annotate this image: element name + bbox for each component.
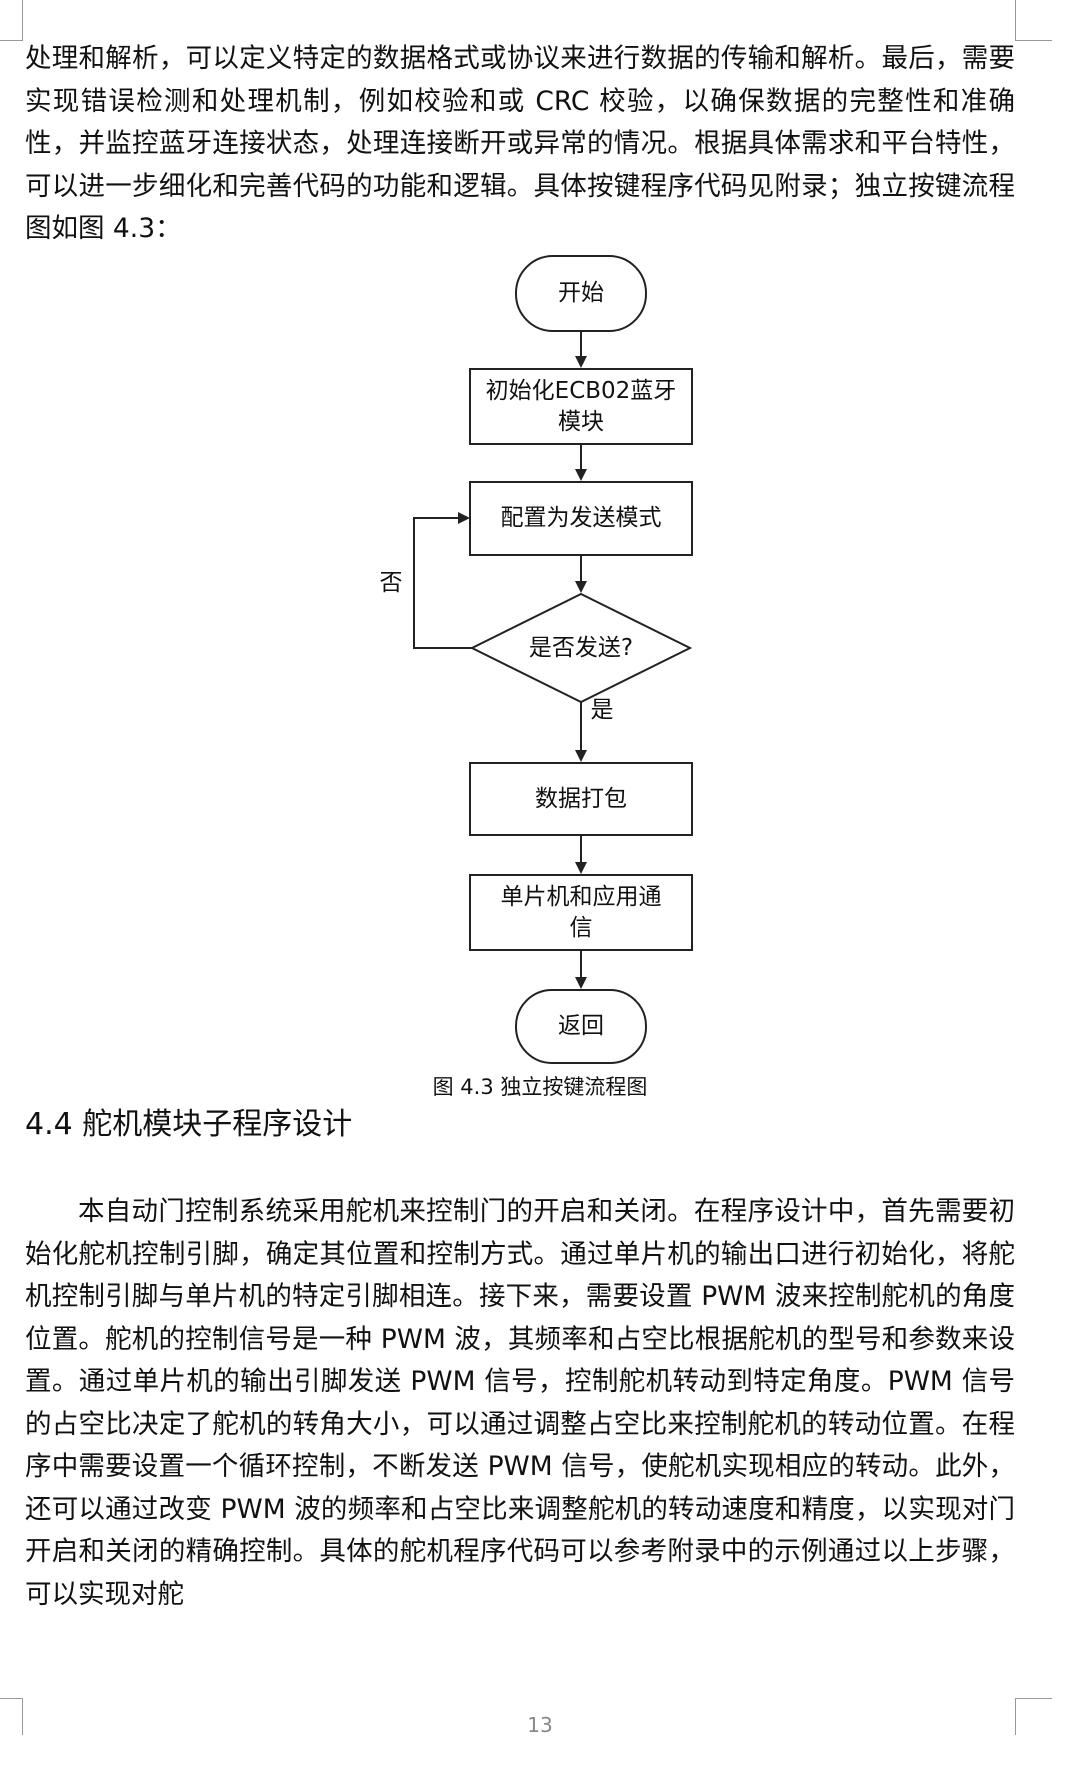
body-paragraph-top: 处理和解析，可以定义特定的数据格式或协议来进行数据的传输和解析。最后，需要实现错… [25, 43, 1015, 244]
flowchart-yes-label: 是 [591, 697, 614, 723]
figure-caption: 图 4.3 独立按键流程图 [432, 1075, 648, 1099]
flowchart-config-box [469, 481, 693, 556]
flowchart-comm-box [469, 874, 693, 951]
flowchart-no-label: 否 [380, 570, 403, 596]
crop-mark-top-right [1015, 0, 1052, 41]
flowchart-end-label: 返回 [558, 1013, 604, 1039]
flowchart-arrowhead [575, 862, 587, 874]
page-number: 13 [527, 1713, 553, 1737]
flowchart-arrowhead [575, 977, 587, 989]
flowchart-arrow-no-loop [413, 517, 472, 649]
flowchart-decision-label: 是否发送? [529, 635, 633, 661]
flowchart-arrowhead [575, 469, 587, 481]
flowchart-pack-box [469, 762, 693, 836]
crop-mark-top-left [0, 0, 23, 41]
section-heading: 4.4 舵机模块子程序设计 [25, 1107, 353, 1142]
flowchart-config-label: 配置为发送模式 [501, 505, 662, 531]
flowchart-arrowhead [575, 356, 587, 368]
flowchart-init-label-line2: 模块 [558, 409, 604, 435]
flowchart-arrowhead [458, 512, 470, 524]
flowchart-start-label: 开始 [558, 280, 604, 306]
flowchart-end-terminal [515, 989, 647, 1064]
body-paragraph-bottom: 本自动门控制系统采用舵机来控制门的开启和关闭。在程序设计中，首先需要初始化舵机控… [25, 1196, 1015, 1610]
flowchart-arrowhead [575, 581, 587, 593]
crop-mark-bottom-left [0, 1698, 23, 1735]
flowchart-arrowhead [575, 750, 587, 762]
flowchart-init-label-line1: 初始化ECB02蓝牙 [486, 378, 677, 404]
crop-mark-bottom-right [1015, 1698, 1052, 1735]
flowchart-pack-label: 数据打包 [535, 786, 627, 812]
flowchart-comm-label-line1: 单片机和应用通 [501, 884, 662, 910]
flowchart-init-box [469, 368, 693, 445]
flowchart-comm-label-line2: 信 [570, 915, 593, 941]
